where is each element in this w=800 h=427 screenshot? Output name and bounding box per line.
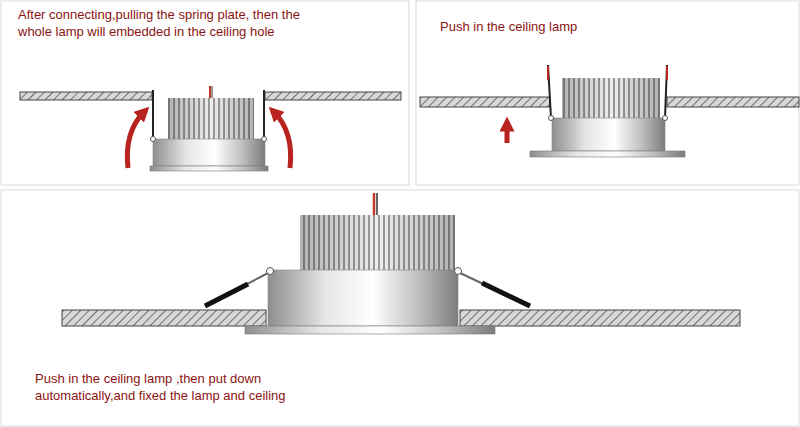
panel-two	[420, 65, 799, 157]
caption-note: Push in the ceiling lamp	[440, 18, 740, 35]
panel-three	[62, 193, 740, 334]
caption-note: After connecting,pulling the spring plat…	[18, 6, 318, 40]
panel-one	[20, 86, 401, 171]
caption-note: Push in the ceiling lamp ,then put down …	[35, 370, 335, 404]
